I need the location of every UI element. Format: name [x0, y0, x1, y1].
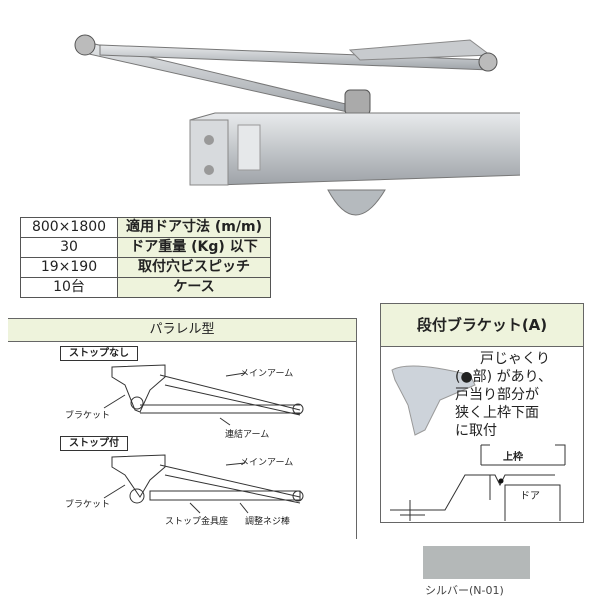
color-swatch [423, 546, 530, 579]
step-bracket-title: 段付ブラケット(A) [381, 304, 583, 347]
step-bracket-description: 戸じゃくり (●部) があり、 戸当り部分が 狭く上枠下面 に取付 [455, 350, 585, 440]
link-arm-label: 連結アーム [225, 430, 270, 440]
no-stop-tag: ストップなし [60, 346, 138, 361]
parallel-type-title: パラレル型 [8, 319, 356, 342]
adjust-rod-label: 調整ネジ棒 [245, 517, 291, 527]
frame-label: 上枠 [503, 452, 523, 463]
description-line: (●部) があり、 [455, 369, 553, 385]
spec-value: 800×1800 [20, 217, 118, 238]
bracket-label: ブラケット [65, 411, 111, 421]
description-line: 狭く上枠下面 [455, 405, 539, 421]
stop-seat-label: ストップ金具座 [165, 517, 229, 527]
spec-label: 取付穴ビスピッチ [117, 257, 271, 278]
step-bracket-diagram [390, 365, 566, 521]
door-closer-photo [74, 34, 520, 216]
table-row: 10台ケース [20, 277, 271, 298]
spec-label: ケース [117, 277, 271, 298]
bracket-label: ブラケット [65, 500, 111, 510]
spec-value: 30 [20, 237, 118, 258]
with-stop-tag: ストップ付 [60, 436, 128, 451]
spec-label: ドア重量 (Kg) 以下 [117, 237, 271, 258]
color-name: シルバー(N-01) [425, 584, 504, 597]
parallel-arm-diagram [103, 364, 304, 514]
spec-label: 適用ドア寸法 (m/m) [117, 217, 271, 238]
main-arm-label: メインアーム [240, 458, 294, 468]
step-bracket-panel: 段付ブラケット(A) [380, 303, 584, 523]
spec-value: 10台 [20, 277, 118, 298]
description-line: に取付 [455, 423, 497, 439]
description-line: 戸じゃくり [480, 351, 550, 367]
spec-value: 19×190 [20, 257, 118, 278]
description-line: 戸当り部分が [455, 387, 539, 403]
main-arm-label: メインアーム [240, 369, 294, 379]
door-label: ドア [520, 491, 540, 502]
